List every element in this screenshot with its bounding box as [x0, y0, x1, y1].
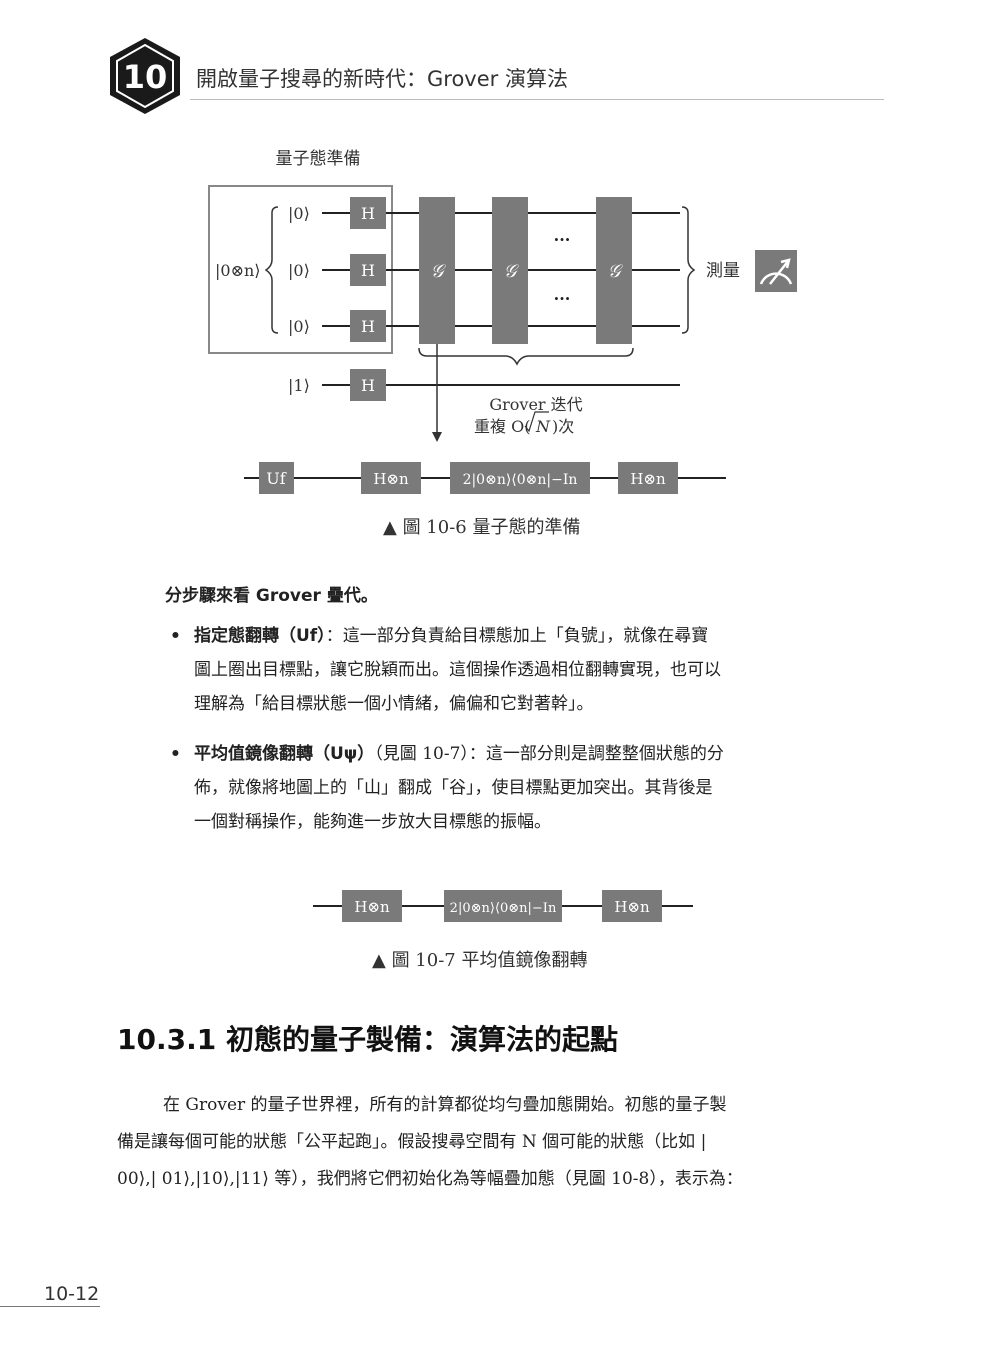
iteration-label: Grover 迭代: [489, 395, 582, 414]
chapter-number: 10: [123, 58, 168, 96]
svg-text:H: H: [361, 204, 375, 223]
qubit-label: |0⟩: [288, 204, 310, 223]
reflection-gate: [450, 462, 590, 494]
svg-text:H⊗n: H⊗n: [373, 470, 409, 488]
page-number: 10-12: [44, 1283, 100, 1305]
svg-text:𝒢: 𝒢: [504, 261, 520, 282]
svg-text:H: H: [361, 317, 375, 336]
measure-brace: [681, 206, 696, 334]
qubit-label: |1⟩: [288, 376, 310, 395]
svg-text:)次: )次: [552, 417, 574, 436]
svg-text:H: H: [361, 376, 375, 395]
section-paragraph: 在 Grover 的量子世界裡，所有的計算都從均勻疊加態開始。初態的量子製 備是…: [117, 1095, 743, 1189]
header-divider: [190, 99, 884, 100]
svg-text:2|0⊗n⟩⟨0⊗n|−In: 2|0⊗n⟩⟨0⊗n|−In: [463, 472, 578, 488]
svg-text:𝒢: 𝒢: [608, 261, 624, 282]
svg-text:N: N: [535, 417, 551, 436]
chapter-title: 開啟量子搜尋的新時代：Grover 演算法: [196, 67, 568, 91]
hadamard-n-gate: [618, 462, 678, 494]
figure-10-6: 量子態準備 |0⊗n⟩ |0⟩ |0⟩ |0⟩ |1⟩ H H H H 𝒢 𝒢 …: [208, 149, 797, 494]
intro-line: 分步驟來看 Grover 疊代。: [165, 586, 378, 606]
bullet-title: 指定態翻轉（Uf）: [194, 626, 326, 646]
h-gate: [350, 369, 386, 401]
svg-text:H⊗n: H⊗n: [630, 470, 666, 488]
qubit-label: |0⟩: [288, 317, 310, 336]
h-gate: [350, 310, 386, 342]
section-heading: 10.3.1 初態的量子製備：演算法的起點: [117, 1023, 618, 1056]
qubit-label: |0⟩: [288, 261, 310, 280]
bullet-title: 平均值鏡像翻轉（Uψ）: [194, 744, 375, 764]
svg-text:H⊗n: H⊗n: [614, 898, 650, 916]
svg-text:H: H: [361, 261, 375, 280]
sqrt-symbol: [524, 411, 549, 433]
footer-divider: [0, 1306, 100, 1307]
svg-text:H⊗n: H⊗n: [354, 898, 390, 916]
meter-icon: [755, 250, 797, 292]
hadamard-n-gate: [361, 462, 421, 494]
hadamard-n-gate: [342, 890, 402, 922]
svg-text:2|0⊗n⟩⟨0⊗n|−In: 2|0⊗n⟩⟨0⊗n|−In: [450, 901, 557, 916]
ellipsis: ···: [554, 230, 571, 249]
figure-10-7: H⊗n 2|0⊗n⟩⟨0⊗n|−In H⊗n: [313, 890, 693, 922]
grover-gate: [419, 197, 455, 344]
reflection-gate: [444, 890, 562, 922]
iteration-brace: [418, 347, 634, 366]
prep-label: 量子態準備: [276, 149, 361, 169]
chapter-badge: 10: [107, 36, 183, 116]
uf-gate: [259, 462, 294, 494]
figure-caption: ▲ 圖 10-6 量子態的準備: [383, 517, 581, 538]
figure-caption: ▲ 圖 10-7 平均值鏡像翻轉: [372, 950, 588, 971]
grover-gate: [492, 197, 528, 344]
svg-text:𝒢: 𝒢: [431, 261, 447, 282]
h-gate: [350, 197, 386, 229]
measure-label: 測量: [706, 261, 740, 281]
svg-text:Uf: Uf: [266, 469, 286, 488]
hadamard-n-gate: [602, 890, 662, 922]
register-label: |0⊗n⟩: [215, 261, 261, 280]
ellipsis: ···: [554, 289, 571, 308]
repeat-label: 重複 O(: [474, 417, 530, 436]
h-gate: [350, 254, 386, 286]
register-brace: [264, 206, 279, 334]
bullet-item: • 指定態翻轉（Uf）：這一部分負責給目標態加上「負號」，就像在尋寶 圖上圈出目…: [170, 626, 721, 714]
grover-gate: [596, 197, 632, 344]
bullet-item: • 平均值鏡像翻轉（Uψ）（見圖 10-7）：這一部分則是調整整個狀態的分 佈，…: [170, 744, 724, 832]
